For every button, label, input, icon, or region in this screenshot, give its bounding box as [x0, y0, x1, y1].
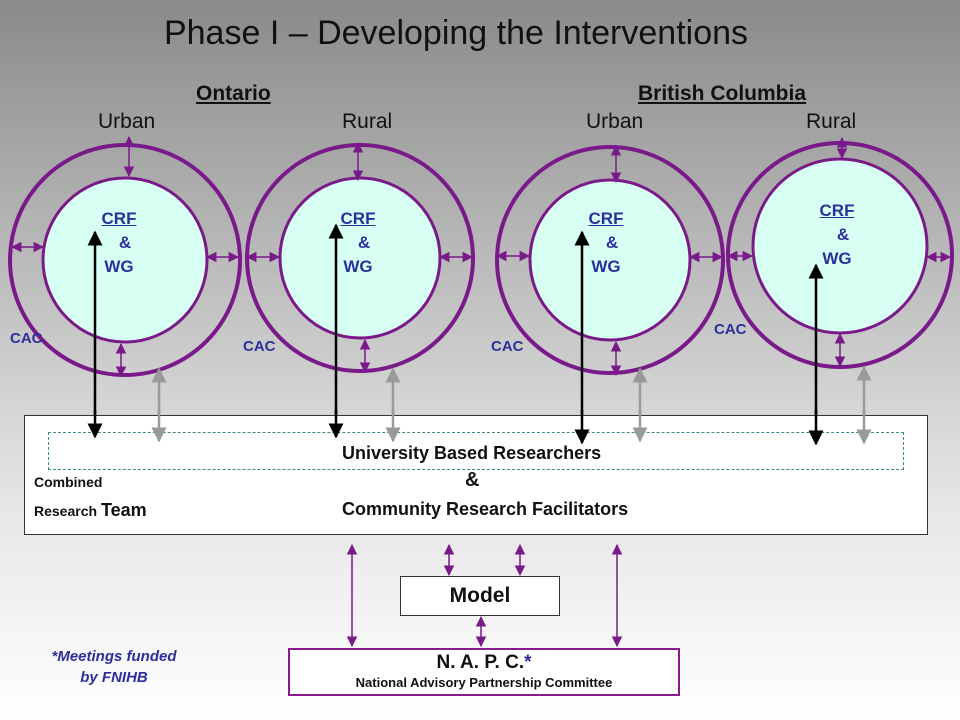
- community-ontario-rural: [245, 141, 475, 443]
- setting-ontario-rural: Rural: [342, 110, 393, 133]
- region-british-columbia: British Columbia: [638, 82, 807, 105]
- cac-label: CAC: [10, 330, 43, 347]
- page-title: Phase I – Developing the Interventions: [163, 14, 749, 52]
- setting-ontario-urban: Urban: [98, 110, 156, 133]
- facilitators-label: Community Research Facilitators: [342, 499, 629, 519]
- wg-text: WG: [822, 249, 852, 268]
- amp-text: &: [836, 225, 850, 244]
- region-ontario: Ontario: [196, 82, 271, 105]
- footnote-line-1: *Meetings funded: [51, 648, 177, 665]
- cac-label: CAC: [491, 338, 524, 355]
- team-ampersand: &: [465, 469, 480, 491]
- amp-text: &: [118, 233, 132, 252]
- crf-text: CRF: [101, 209, 137, 228]
- setting-bc-urban: Urban: [586, 110, 644, 133]
- combined-research-team-box: [24, 415, 928, 535]
- napc-asterisk: *: [524, 652, 532, 673]
- footnote-line-2: by FNIHB: [80, 669, 148, 686]
- cac-label: CAC: [714, 321, 747, 338]
- community-bc-rural: [726, 136, 954, 446]
- napc-full-name: National Advisory Partnership Committee: [355, 675, 613, 690]
- research-team-label: Research Team: [34, 500, 147, 521]
- model-box: Model: [400, 576, 560, 616]
- wg-text: WG: [343, 257, 373, 276]
- cac-label: CAC: [243, 338, 276, 355]
- team-word: Team: [100, 500, 147, 520]
- crf-text: CRF: [340, 209, 376, 228]
- napc-box: N. A. P. C.* National Advisory Partnersh…: [288, 648, 680, 696]
- amp-text: &: [605, 233, 619, 252]
- crf-text: CRF: [588, 209, 624, 228]
- researchers-label: University Based Researchers: [342, 443, 602, 463]
- footnote: *Meetings funded by FNIHB: [24, 646, 204, 688]
- napc-acronym: N. A. P. C.: [436, 652, 525, 673]
- napc-acronym-line: N. A. P. C.*: [290, 651, 678, 675]
- crf-wg-label: CRF & WG: [89, 207, 149, 279]
- research-word: Research: [34, 503, 98, 519]
- crf-wg-label: CRF & WG: [328, 207, 388, 279]
- community-bc-urban: [495, 144, 725, 445]
- amp-text: &: [357, 233, 371, 252]
- setting-bc-rural: Rural: [806, 110, 857, 133]
- wg-text: WG: [104, 257, 134, 276]
- crf-wg-label: CRF & WG: [576, 207, 636, 279]
- crf-text: CRF: [819, 201, 855, 220]
- crf-wg-label: CRF & WG: [807, 199, 867, 271]
- combined-label: Combined: [34, 474, 103, 490]
- researchers-dashed-box: [48, 432, 904, 470]
- wg-text: WG: [591, 257, 621, 276]
